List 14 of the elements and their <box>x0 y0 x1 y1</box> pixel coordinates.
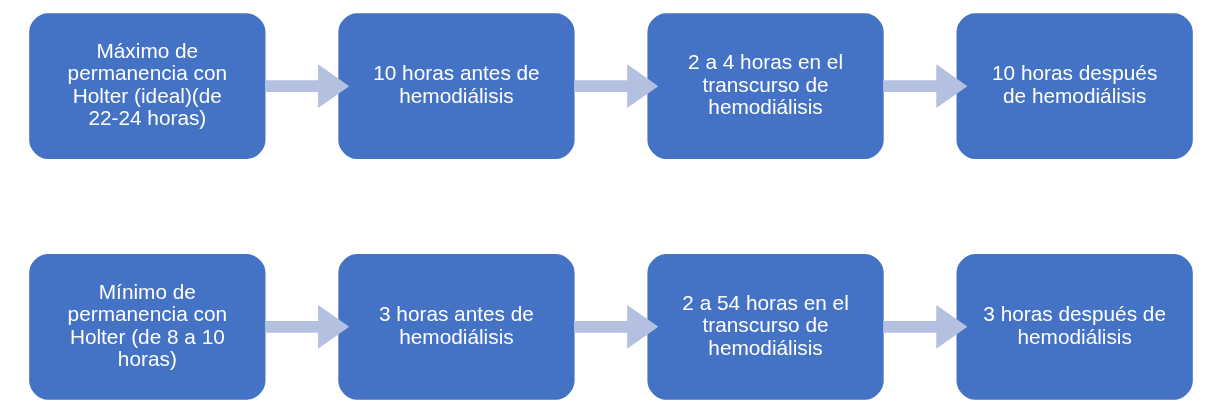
arrow <box>883 64 968 108</box>
arrow <box>265 305 350 349</box>
node-box: 10 horas antes de hemodiálisis <box>338 13 575 159</box>
node-box: 3 horas después de hemodiálisis <box>956 254 1193 400</box>
node-box: 2 a 4 horas en el transcurso de hemodiálisis <box>647 13 884 159</box>
arrow <box>574 305 659 349</box>
arrow <box>265 64 350 108</box>
arrow <box>883 305 968 349</box>
node-box: 2 a 54 horas en el transcurso de hemodiálisis <box>647 254 884 400</box>
node-box: Mínimo de permanencia con Holter (de 8 a 10 horas) <box>29 254 266 400</box>
node-box: 10 horas después de hemodiálisis <box>956 13 1193 159</box>
node-box: 3 horas antes de hemodiálisis <box>338 254 575 400</box>
node-box: Máximo de permanencia con Holter (ideal)(de 22-24 horas) <box>29 13 266 159</box>
arrow <box>574 64 659 108</box>
